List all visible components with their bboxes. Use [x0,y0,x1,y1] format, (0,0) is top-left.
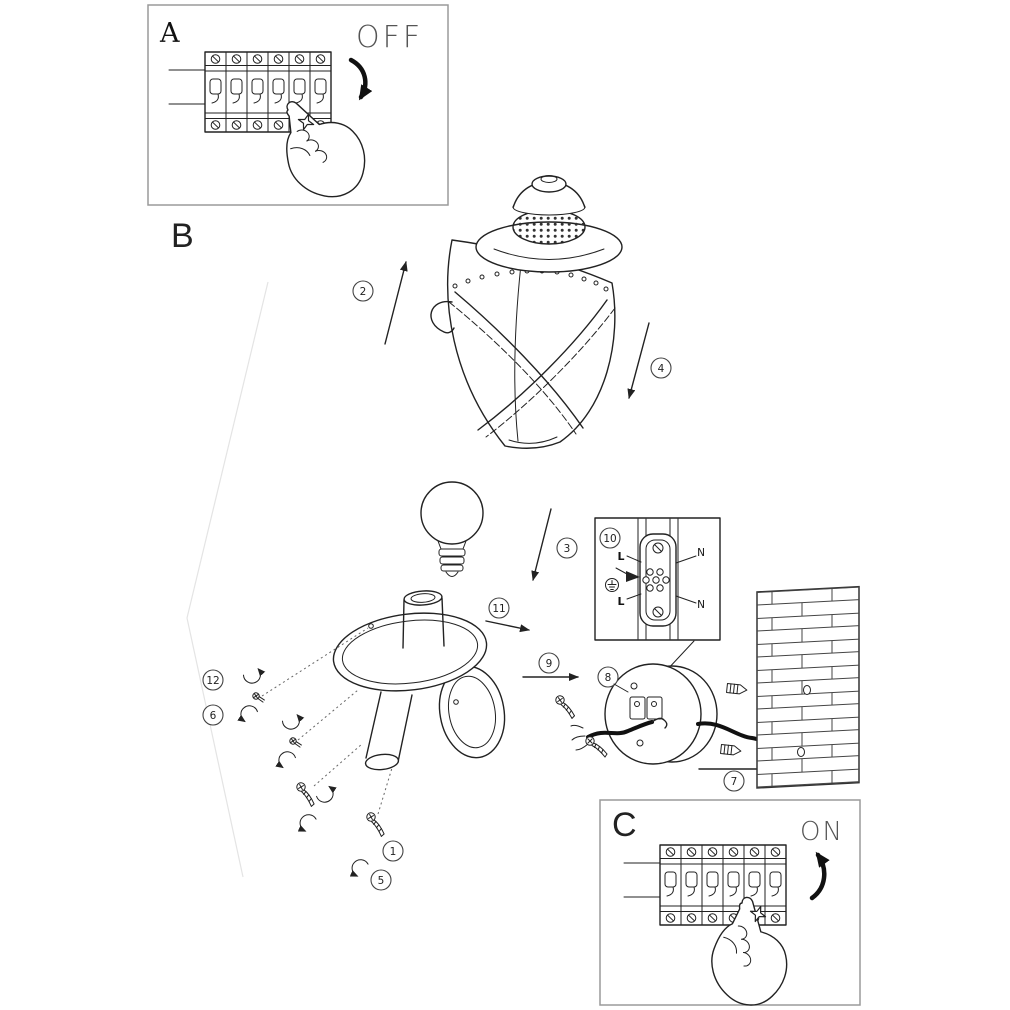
step-6-marker: 6 [202,704,224,726]
step-11-marker: 11 [488,597,510,619]
screw-hole [636,739,644,747]
on-label: ON [800,817,844,847]
rotation-arrow-icon [243,669,263,685]
terminal-label-n-bottom: N [697,599,705,611]
rotation-arrow-icon [276,749,297,768]
svg-text:10: 10 [603,533,616,545]
step-2-marker: 2 [352,280,374,302]
step-12-marker: 12 [202,669,224,691]
step-4-arrow-icon [627,322,650,399]
fastener-group: 12 6 1 5 [202,627,404,891]
screw-icon [552,694,578,720]
plate-disc [332,612,488,692]
terminal-label-n-top: N [697,547,705,559]
step-7-marker: 7 [723,770,745,792]
junction-box-illustration: 8 [552,663,768,765]
panel-a: A OFF [147,4,449,206]
svg-text:8: 8 [605,672,612,684]
screw-icon [585,736,608,758]
panel-c: C ON [599,799,861,1010]
rotation-arrow-icon [349,856,370,876]
ground-symbol-icon [605,578,619,592]
terminal-contacts [642,568,670,592]
switch-on-arrow-icon [809,851,830,901]
step-3-marker: 3 [556,537,578,559]
svg-text:7: 7 [731,776,738,788]
svg-text:4: 4 [658,363,665,375]
lantern-handle [430,300,455,334]
pointer-arrow-icon [626,571,640,582]
dotted-leader [377,767,393,815]
step-11-arrow-icon [485,620,530,633]
rotation-arrow-icon [297,811,318,831]
mounting-plate-illustration [332,590,506,771]
step-9-marker: 9 [538,652,560,674]
dotted-leader [261,627,369,697]
step-1-marker: 1 [382,840,404,862]
panel-a-label: A [159,18,180,49]
terminal-label-l-top: L [617,550,624,563]
wiring-detail-box: L N L N 10 [594,517,721,672]
off-label: OFF [356,20,423,55]
lantern-seam [514,263,522,442]
step-8-marker: 8 [597,666,619,688]
rotation-arrow-icon [315,786,336,805]
step-2-arrow-icon [384,261,408,345]
terminal-label-l-bottom: L [617,595,624,608]
step-3-arrow-icon [531,508,552,581]
light-bulb-illustration [420,481,484,577]
nut-icon [251,691,266,703]
lantern-strap [477,299,608,431]
panel-c-label: C [612,806,637,844]
step-5-marker: 5 [370,869,392,891]
screw-icon [362,811,390,838]
wall-hole [797,747,805,757]
step-4-marker: 4 [650,357,672,379]
svg-text:12: 12 [206,675,219,687]
screw-hole [630,682,638,690]
rotation-arrow-icon [238,703,259,722]
dotted-leader [313,743,363,787]
watermark-line [186,617,244,878]
step-10-marker: 10 [599,527,621,549]
svg-text:11: 11 [492,603,505,615]
watermark-line [186,281,269,619]
lantern-knob [531,175,567,193]
nut-icon [288,736,303,748]
svg-text:6: 6 [210,710,217,722]
wall-anchor-icon [720,744,742,757]
section-b-label: B [171,217,194,255]
svg-text:2: 2 [360,286,367,298]
cable-illustration [586,720,654,739]
lantern-strap [454,291,584,429]
svg-text:5: 5 [378,875,385,887]
socket-tube [402,597,445,649]
wall-hole [803,685,811,695]
dotted-leader [297,689,359,741]
wall-anchor-icon [726,683,748,696]
svg-text:1: 1 [390,846,397,858]
switch-off-arrow-icon [348,57,373,101]
svg-text:3: 3 [564,543,571,555]
rotation-arrow-icon [282,715,302,731]
wire-ends [570,724,589,751]
lower-tube [365,691,413,763]
lantern-shade-illustration [430,175,623,449]
svg-text:9: 9 [546,658,553,670]
brick-wall-illustration [720,585,860,789]
